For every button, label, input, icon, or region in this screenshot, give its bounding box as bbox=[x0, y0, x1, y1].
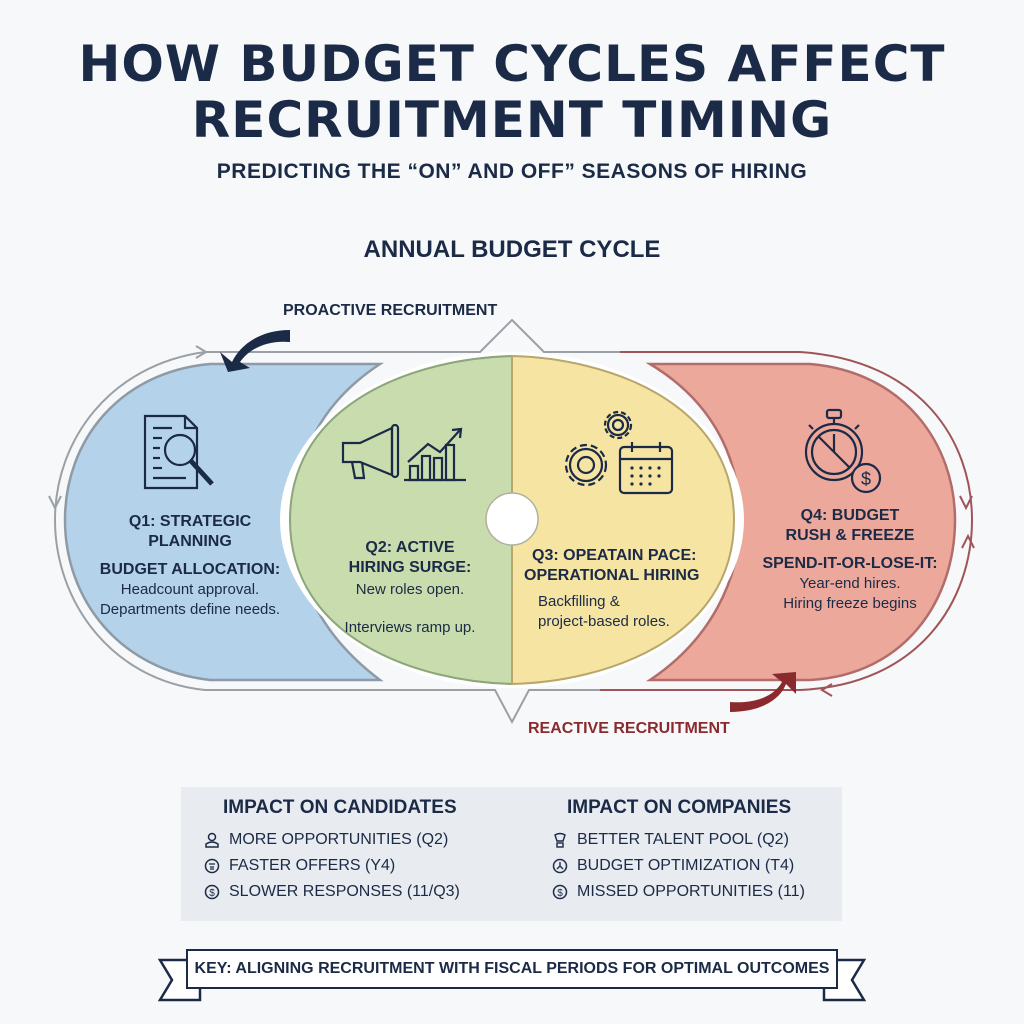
talent-icon bbox=[551, 831, 569, 849]
fast-offer-icon bbox=[203, 857, 221, 875]
q3-title-2: OPERATIONAL HIRING bbox=[524, 567, 700, 584]
outer-track-grey bbox=[53, 351, 600, 725]
document-search-icon bbox=[143, 414, 214, 490]
track-arrow-icon bbox=[195, 345, 208, 359]
list-item: $ SLOWER RESPONSES (11/Q3) bbox=[203, 879, 460, 905]
title-line-2: RECRUITMENT TIMING bbox=[191, 91, 833, 149]
svg-text:$: $ bbox=[861, 469, 871, 489]
impact-candidates: IMPACT ON CANDIDATES MORE OPPORTUNITIES … bbox=[203, 797, 460, 905]
gears-calendar-icon bbox=[564, 410, 674, 495]
megaphone-growth-chart-icon bbox=[341, 423, 466, 482]
track-arrow-icon bbox=[820, 683, 833, 697]
item-label: SLOWER RESPONSES (11/Q3) bbox=[229, 883, 460, 900]
track-arrow-icon bbox=[959, 495, 973, 511]
slow-response-icon: $ bbox=[203, 883, 221, 901]
track-arrow-icon bbox=[48, 495, 62, 511]
list-item: BUDGET OPTIMIZATION (T4) bbox=[551, 853, 805, 879]
q4-desc-2: Hiring freeze begins bbox=[783, 595, 917, 612]
q2-title-2: HIRING SURGE: bbox=[348, 559, 472, 576]
q1-desc-2: Departments define needs. bbox=[99, 601, 281, 618]
proactive-arrow-icon bbox=[220, 330, 290, 372]
impact-candidates-title: IMPACT ON CANDIDATES bbox=[223, 797, 457, 818]
q3-desc-1: Backfilling & bbox=[538, 593, 620, 610]
list-item: MORE OPPORTUNITIES (Q2) bbox=[203, 827, 460, 853]
item-label: BETTER TALENT POOL (Q2) bbox=[577, 831, 789, 848]
q3-title-1: Q3: OPEATAIN PACE: bbox=[532, 547, 697, 564]
q1-subtitle: BUDGET ALLOCATION: bbox=[99, 561, 281, 578]
q1-desc-1: Headcount approval. bbox=[120, 581, 260, 598]
title-line-1: HOW BUDGET CYCLES AFFECT bbox=[78, 35, 946, 93]
stopwatch-dollar-icon: $ bbox=[804, 408, 882, 494]
item-label: FASTER OFFERS (Y4) bbox=[229, 857, 396, 874]
outer-track-maroon bbox=[600, 351, 974, 691]
q4-label: Q4: BUDGET RUSH & FREEZE SPEND-IT-OR-LOS… bbox=[740, 506, 960, 614]
impact-companies-title: IMPACT ON COMPANIES bbox=[567, 797, 792, 818]
q2-segment bbox=[288, 354, 513, 686]
svg-text:$: $ bbox=[557, 888, 563, 899]
item-label: MORE OPPORTUNITIES (Q2) bbox=[229, 831, 449, 848]
reactive-recruitment-label: REACTIVE RECRUITMENT bbox=[528, 720, 730, 737]
budget-clock-icon bbox=[551, 857, 569, 875]
q3-label: Q3: OPEATAIN PACE: OPERATIONAL HIRING Ba… bbox=[524, 546, 724, 632]
q1-title-1: Q1: STRATEGIC bbox=[128, 513, 252, 530]
dollar-coin-icon: $ bbox=[551, 883, 569, 901]
q4-title-2: RUSH & FREEZE bbox=[785, 527, 915, 544]
track-arrow-icon bbox=[961, 533, 975, 549]
q2-desc-2: Interviews ramp up. bbox=[344, 619, 476, 636]
q4-title-1: Q4: BUDGET bbox=[800, 507, 900, 524]
center-hub bbox=[485, 492, 539, 546]
q3-segment bbox=[511, 354, 736, 686]
section-title: ANNUAL BUDGET CYCLE bbox=[363, 236, 661, 263]
q3-desc-2: project-based roles. bbox=[538, 613, 670, 630]
key-banner: KEY: ALIGNING RECRUITMENT WITH FISCAL PE… bbox=[186, 949, 838, 989]
svg-text:$: $ bbox=[209, 888, 215, 899]
proactive-recruitment-label: PROACTIVE RECRUITMENT bbox=[283, 302, 498, 319]
q4-desc-1: Year-end hires. bbox=[799, 575, 901, 592]
outer-track-top bbox=[205, 318, 620, 353]
list-item: BETTER TALENT POOL (Q2) bbox=[551, 827, 805, 853]
item-label: MISSED OPPORTUNITIES (11) bbox=[577, 883, 805, 900]
subtitle: PREDICTING THE “ON” AND OFF” SEASONS OF … bbox=[216, 160, 808, 183]
list-item: $ MISSED OPPORTUNITIES (11) bbox=[551, 879, 805, 905]
q4-subtitle: SPEND-IT-OR-LOSE-IT: bbox=[762, 555, 938, 572]
q1-title-2: PLANNING bbox=[148, 533, 232, 550]
q1-label: Q1: STRATEGIC PLANNING BUDGET ALLOCATION… bbox=[80, 512, 300, 620]
q2-title-1: Q2: ACTIVE bbox=[365, 539, 455, 556]
list-item: FASTER OFFERS (Y4) bbox=[203, 853, 460, 879]
impact-panel: IMPACT ON CANDIDATES MORE OPPORTUNITIES … bbox=[181, 787, 842, 921]
item-label: BUDGET OPTIMIZATION (T4) bbox=[577, 857, 795, 874]
person-icon bbox=[203, 831, 221, 849]
q2-desc-1: New roles open. bbox=[355, 581, 465, 598]
reactive-arrow-icon bbox=[730, 672, 796, 712]
impact-companies: IMPACT ON COMPANIES BETTER TALENT POOL (… bbox=[551, 797, 805, 905]
q2-label: Q2: ACTIVE HIRING SURGE: New roles open.… bbox=[320, 538, 500, 638]
